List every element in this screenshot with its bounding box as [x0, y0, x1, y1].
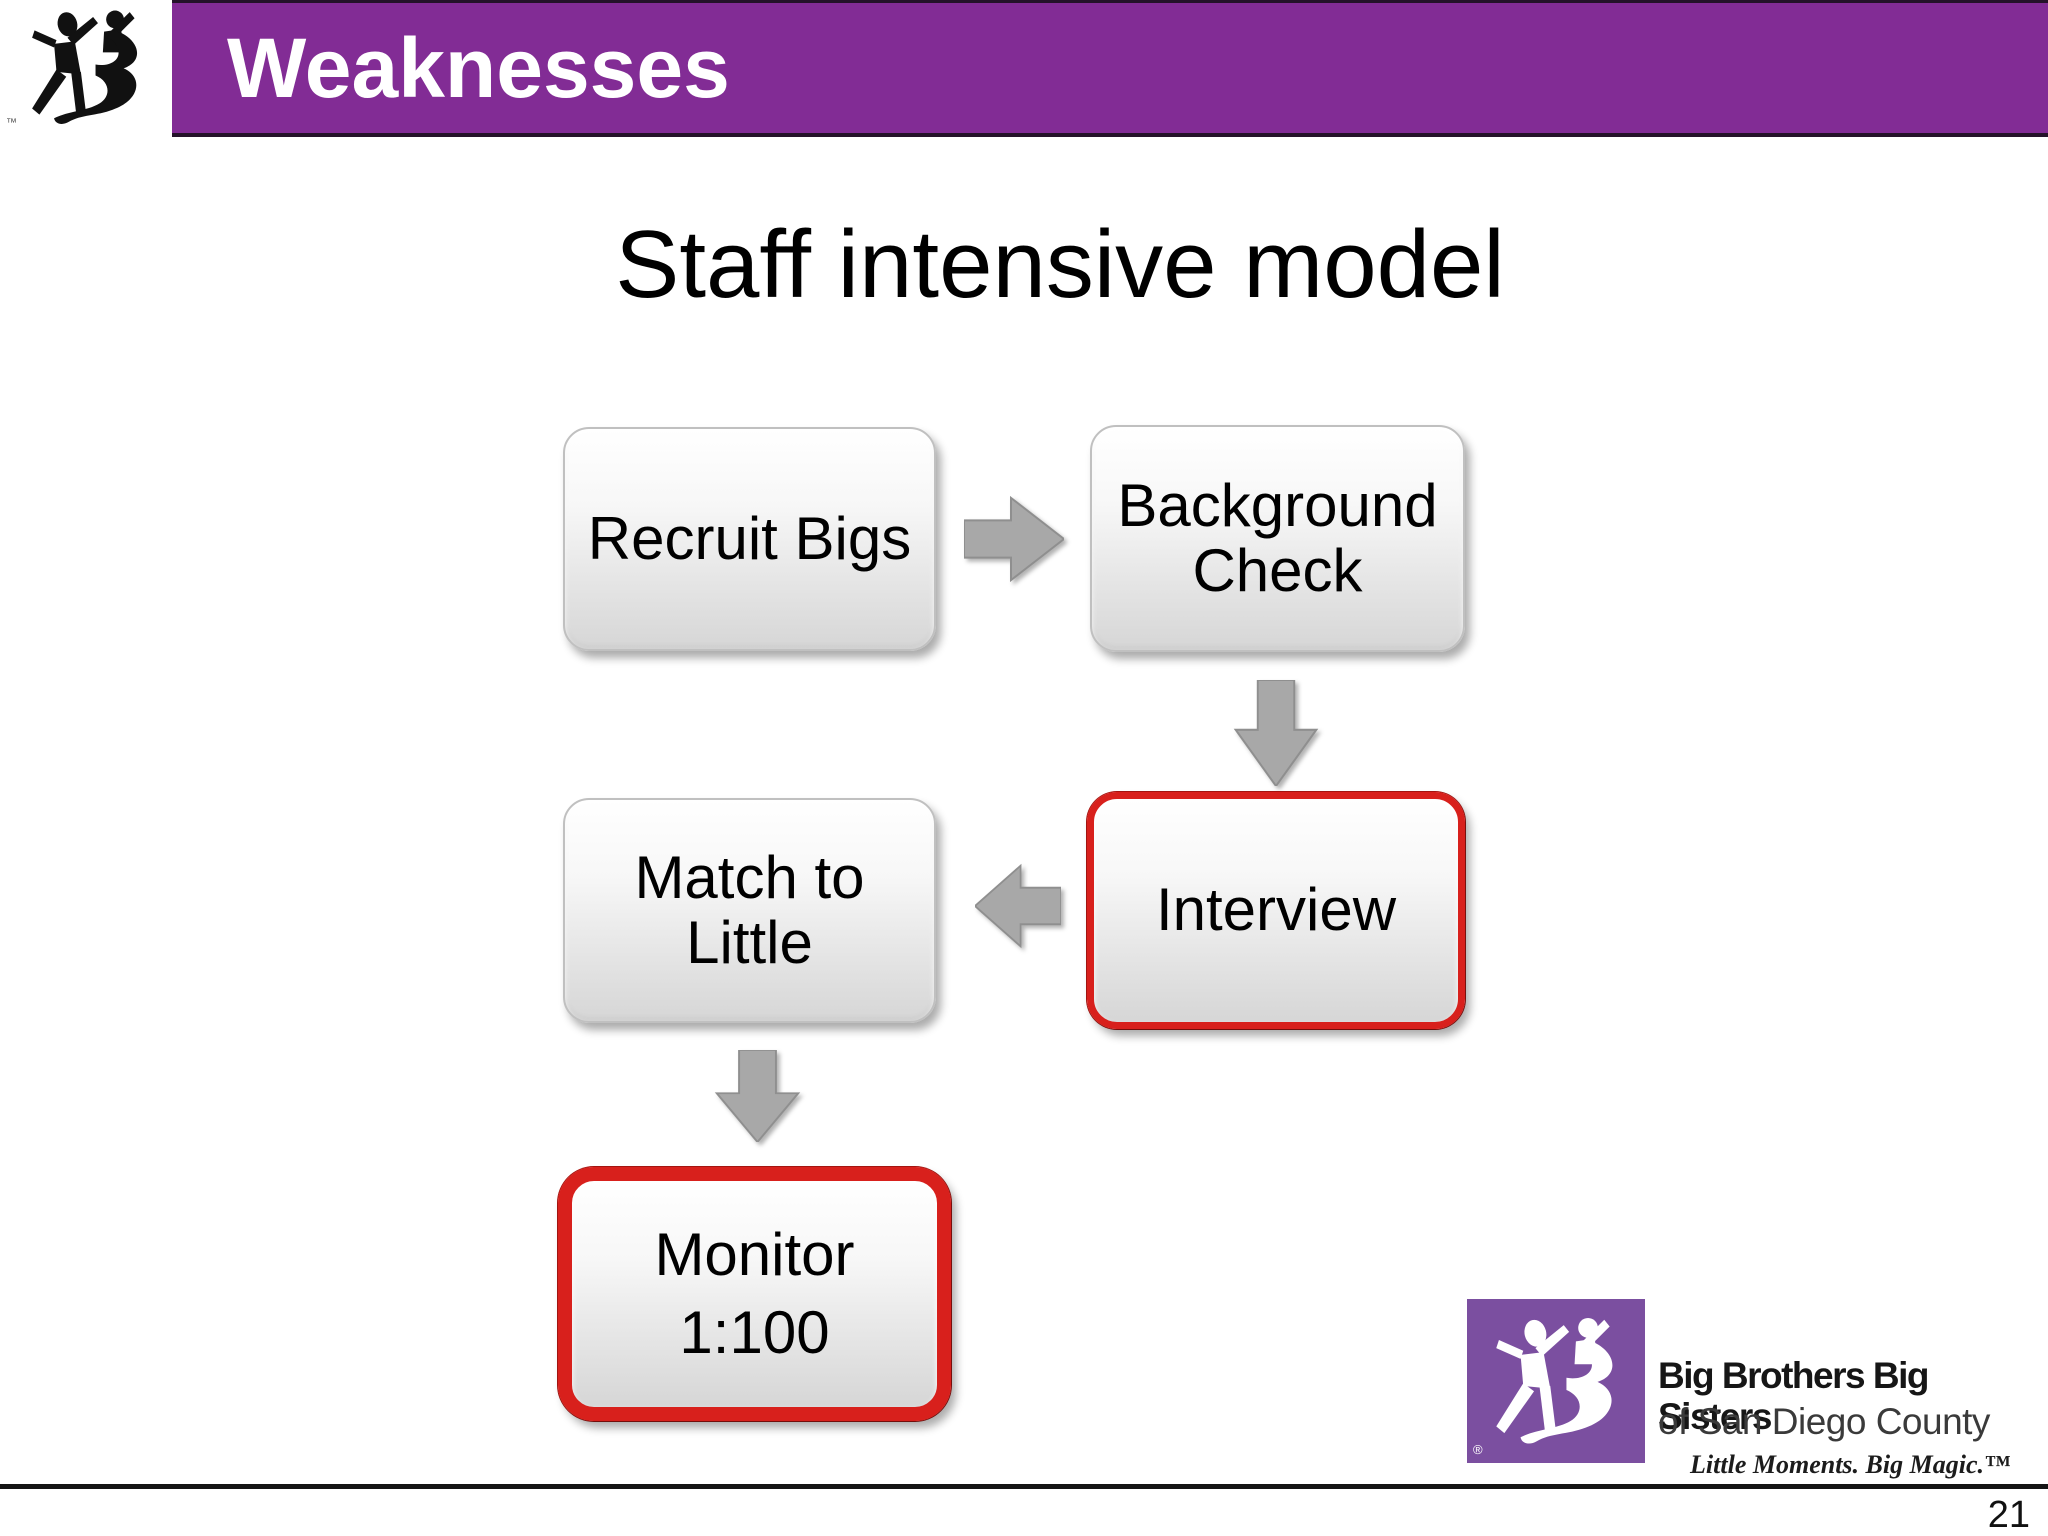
bottom-divider	[0, 1484, 2048, 1489]
bbbs-figures-logo: ™	[0, 0, 172, 137]
flow-box-match-to-little: Match to Little	[563, 798, 936, 1023]
arrow-right-icon	[964, 495, 1064, 583]
footer-tagline: Little Moments. Big Magic.™	[1690, 1450, 2010, 1479]
flow-box-recruit-bigs: Recruit Bigs	[563, 427, 936, 651]
arrow-left-icon	[975, 863, 1061, 949]
flow-box-label-line2: 1:100	[679, 1299, 830, 1366]
flow-box-monitor: Monitor 1:100	[558, 1167, 951, 1421]
flow-box-label-line1: Monitor	[654, 1221, 855, 1288]
header-bar: Weaknesses	[172, 0, 2048, 137]
flow-box-label: Recruit Bigs	[587, 504, 912, 572]
flow-box-label: Background Check	[1117, 471, 1438, 604]
footer-brand-region: of San Diego County	[1658, 1401, 1990, 1442]
header-title: Weaknesses	[227, 21, 730, 115]
flow-box-label: Match to Little	[634, 843, 865, 976]
bbbs-figures-icon	[1496, 1317, 1613, 1444]
flow-box-background-check: Background Check	[1090, 425, 1465, 652]
bbbs-figures-icon	[32, 10, 138, 124]
trademark-symbol: ™	[6, 117, 17, 129]
registered-symbol: ®	[1473, 1442, 1483, 1457]
bbbs-purple-logo: ®	[1467, 1299, 1645, 1463]
arrow-down-icon	[1233, 680, 1319, 786]
footer-brand-name: Big Brothers Big Sisters	[1658, 1355, 1929, 1437]
page-number: 21	[1987, 1494, 2030, 1536]
slide-title: Staff intensive model	[615, 211, 1505, 318]
flow-box-interview: Interview	[1087, 792, 1465, 1029]
flow-box-label: Interview	[1155, 876, 1397, 944]
arrow-down-icon	[714, 1050, 801, 1142]
